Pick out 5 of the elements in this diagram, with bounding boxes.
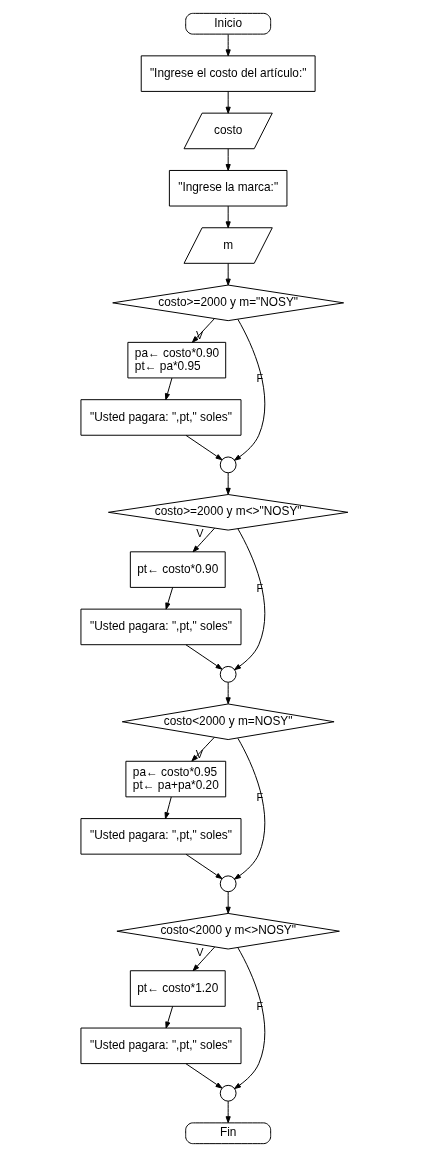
edge-label: V bbox=[195, 747, 203, 760]
edge-label: F bbox=[255, 790, 263, 803]
edge-label: F bbox=[255, 372, 263, 385]
edge-label: F bbox=[255, 581, 263, 594]
edge-label: F bbox=[255, 1000, 263, 1013]
